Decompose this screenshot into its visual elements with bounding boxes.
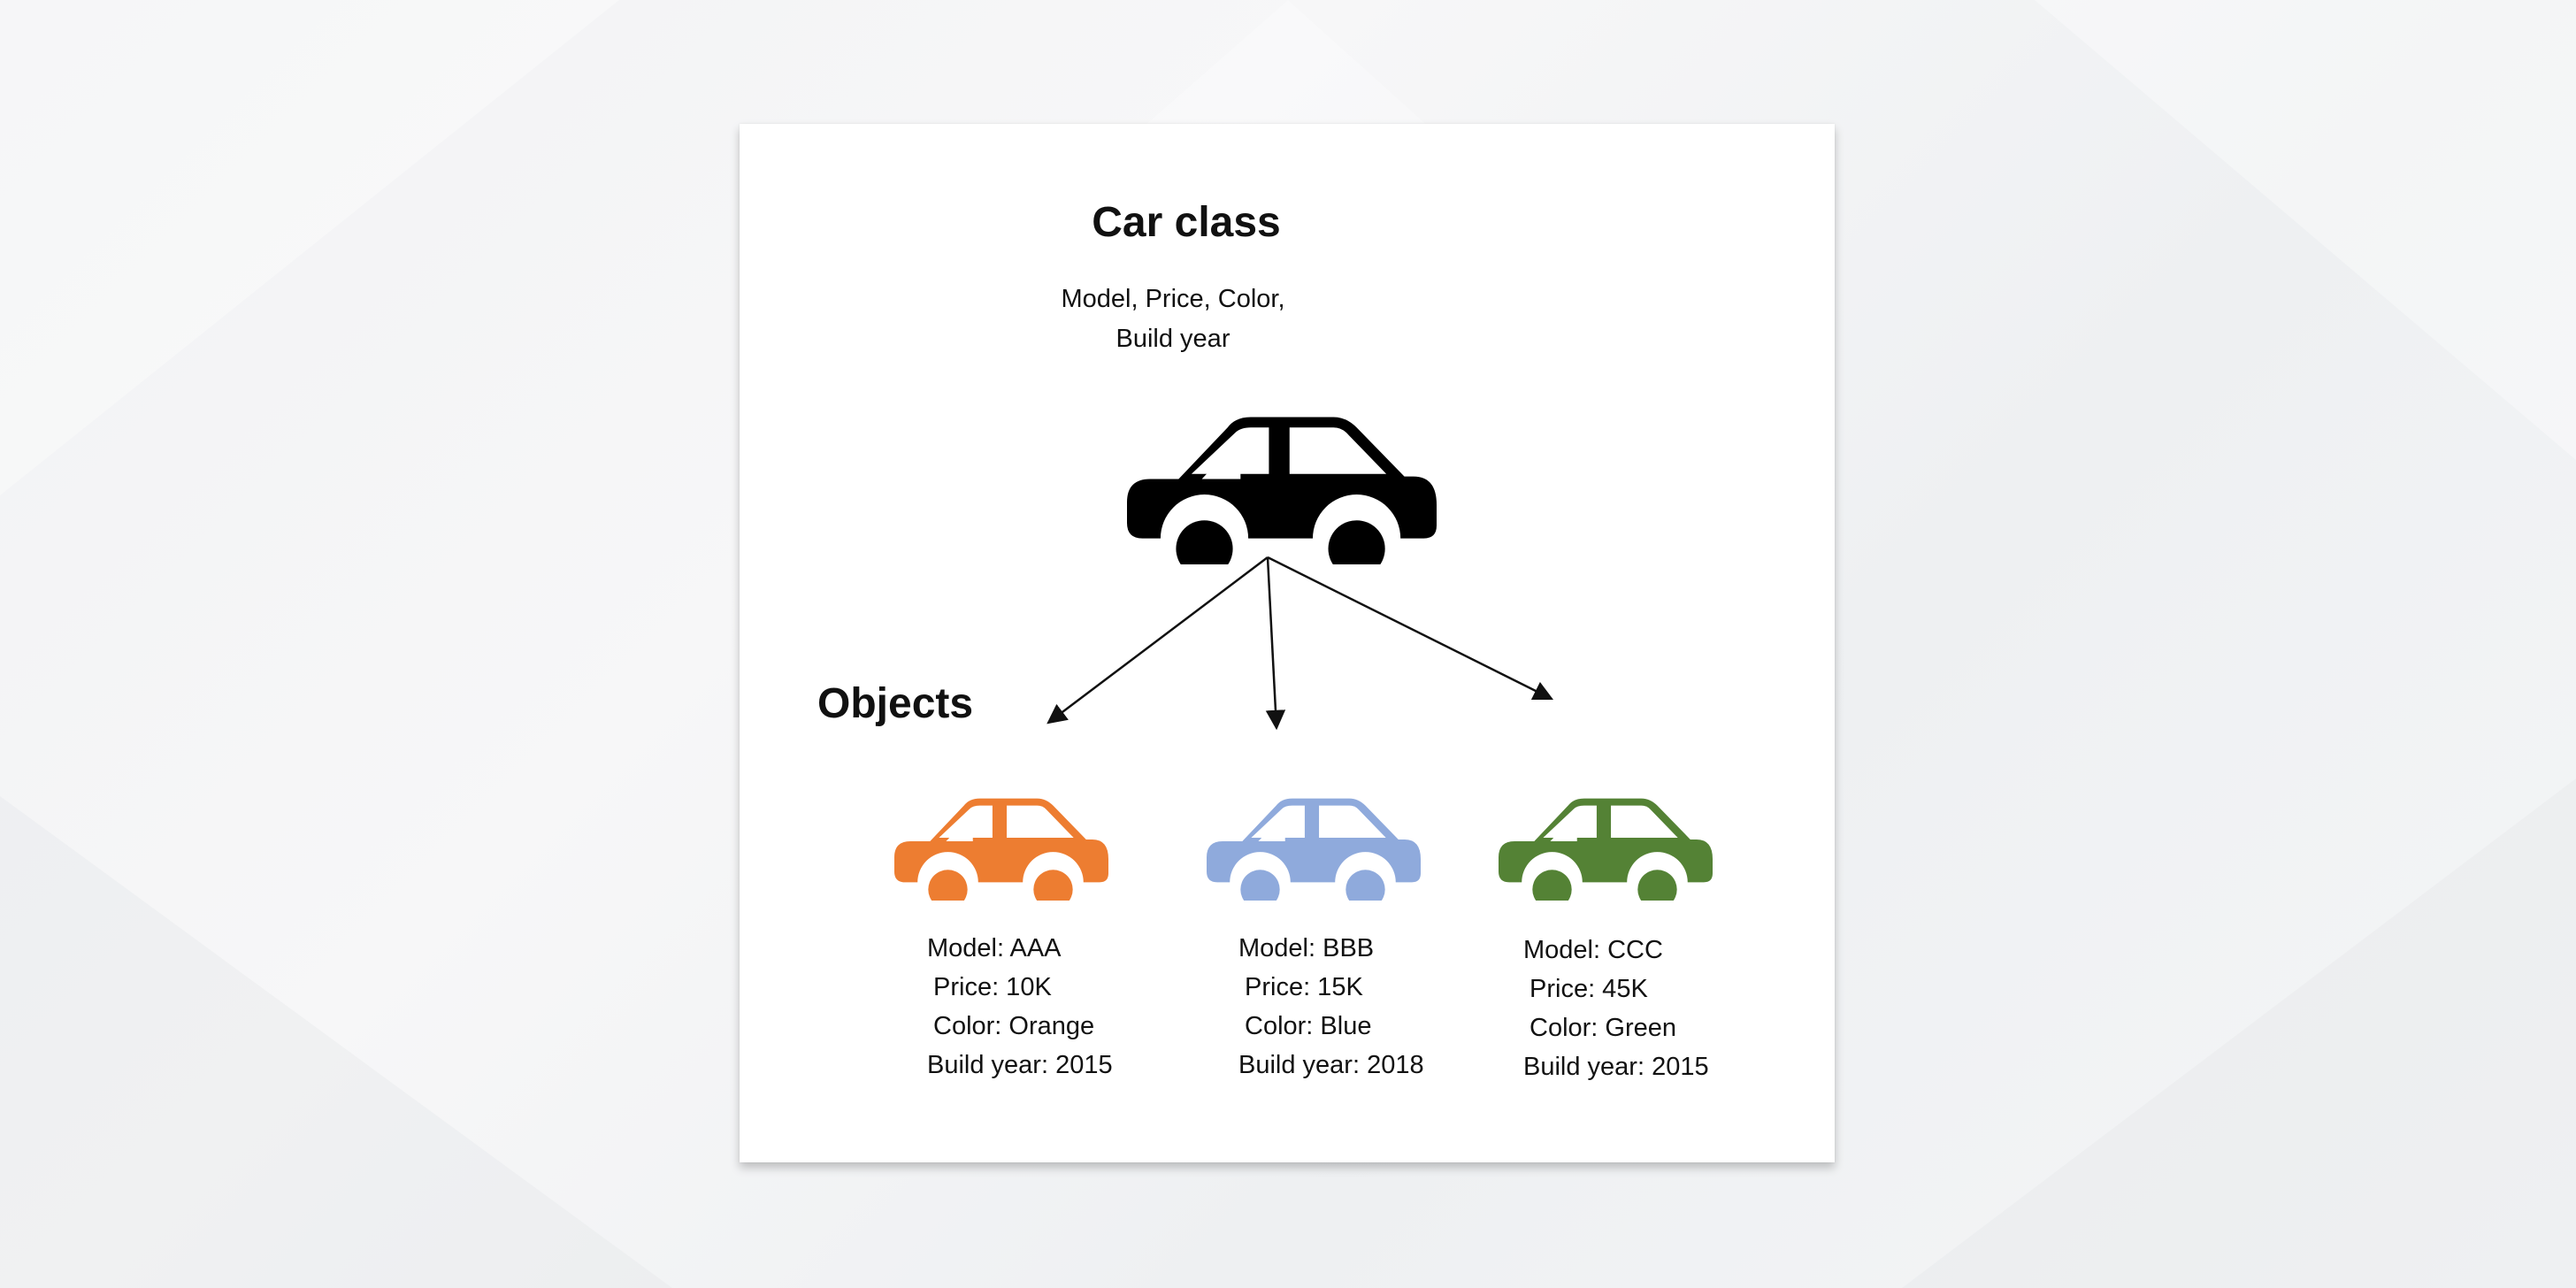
object-build-year: Build year: 2018 (1238, 1051, 1424, 1079)
object-price: Price: 15K (1245, 973, 1363, 1001)
object-model: Model: BBB (1238, 934, 1375, 962)
arrow-to-object-1 (1046, 556, 1269, 724)
object-properties-1: Model: AAA Price: 10K Color: Orange Buil… (927, 929, 1113, 1085)
object-price: Price: 45K (1530, 975, 1648, 1003)
object-color: Color: Orange (933, 1012, 1095, 1040)
object-build-year: Build year: 2015 (1523, 1053, 1709, 1081)
object-color: Color: Blue (1245, 1012, 1372, 1040)
class-car-icon (1127, 417, 1437, 564)
object-car-icon-1 (894, 798, 1108, 901)
diagram-title: Car class (1092, 199, 1281, 246)
object-car-icon-3 (1499, 798, 1713, 901)
arrow-to-object-2 (1265, 556, 1286, 731)
object-properties-2: Model: BBB Price: 15K Color: Blue Build … (1238, 929, 1424, 1085)
object-model: Model: AAA (927, 934, 1062, 962)
arrow-to-object-3 (1267, 556, 1554, 701)
diagram-canvas (894, 417, 1713, 901)
object-car-icon-2 (1207, 798, 1421, 901)
objects-label: Objects (817, 680, 974, 727)
diagram-card: Car class Model, Price, Color, Build yea… (740, 124, 1835, 1162)
object-model: Model: CCC (1523, 936, 1663, 964)
relation-arrows (1046, 556, 1554, 731)
class-attributes: Model, Price, Color, Build year (1061, 285, 1285, 353)
object-color: Color: Green (1530, 1014, 1677, 1042)
object-build-year: Build year: 2015 (927, 1051, 1113, 1079)
object-properties-3: Model: CCC Price: 45K Color: Green Build… (1523, 931, 1709, 1086)
object-price: Price: 10K (933, 973, 1052, 1001)
